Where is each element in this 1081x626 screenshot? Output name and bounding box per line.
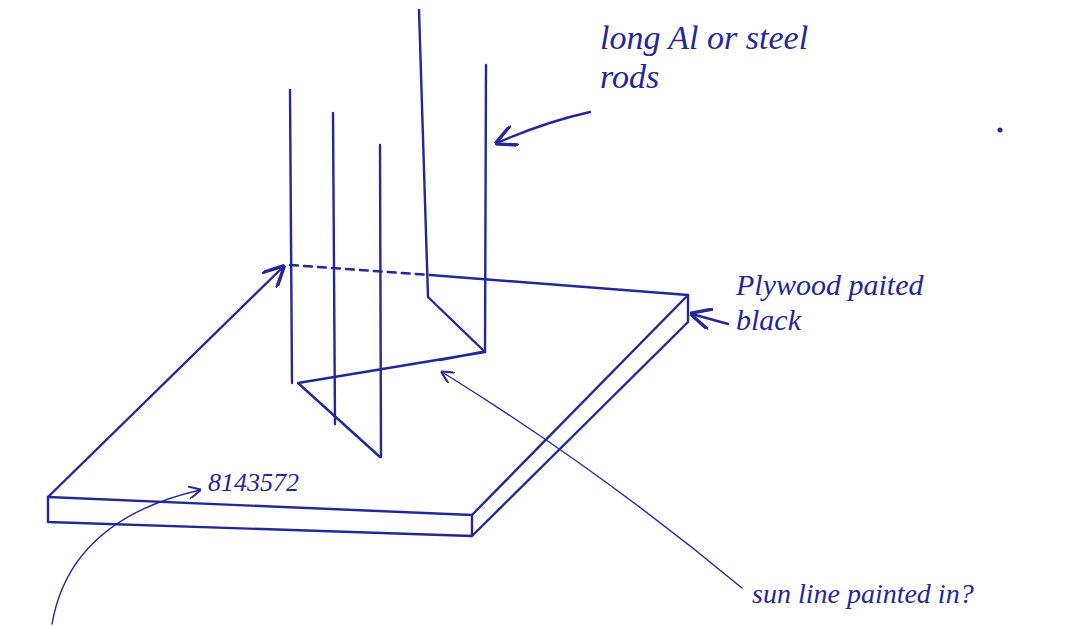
serial-number: 8143572 bbox=[208, 468, 378, 498]
leader-arrow bbox=[52, 490, 200, 624]
board-edge bbox=[48, 275, 688, 515]
rod bbox=[290, 90, 292, 383]
board-edge bbox=[471, 515, 473, 536]
rod bbox=[380, 145, 381, 457]
rod bbox=[485, 65, 486, 352]
rod bbox=[419, 10, 428, 297]
hidden-edge bbox=[290, 265, 430, 275]
rod-base-lines bbox=[298, 297, 485, 457]
rods bbox=[290, 10, 486, 457]
leader-arrow bbox=[692, 314, 728, 324]
plywood-board bbox=[48, 265, 688, 536]
board-edge bbox=[48, 267, 283, 497]
board-edge bbox=[48, 295, 688, 536]
leader-arrow bbox=[497, 112, 590, 143]
leader-arrow bbox=[442, 372, 742, 588]
note-label: sun line painted in? bbox=[752, 578, 1072, 610]
part-label: long Al or steel rods bbox=[600, 18, 850, 96]
ink-dot bbox=[998, 128, 1003, 133]
part-label: Plywood paited black bbox=[736, 268, 956, 337]
